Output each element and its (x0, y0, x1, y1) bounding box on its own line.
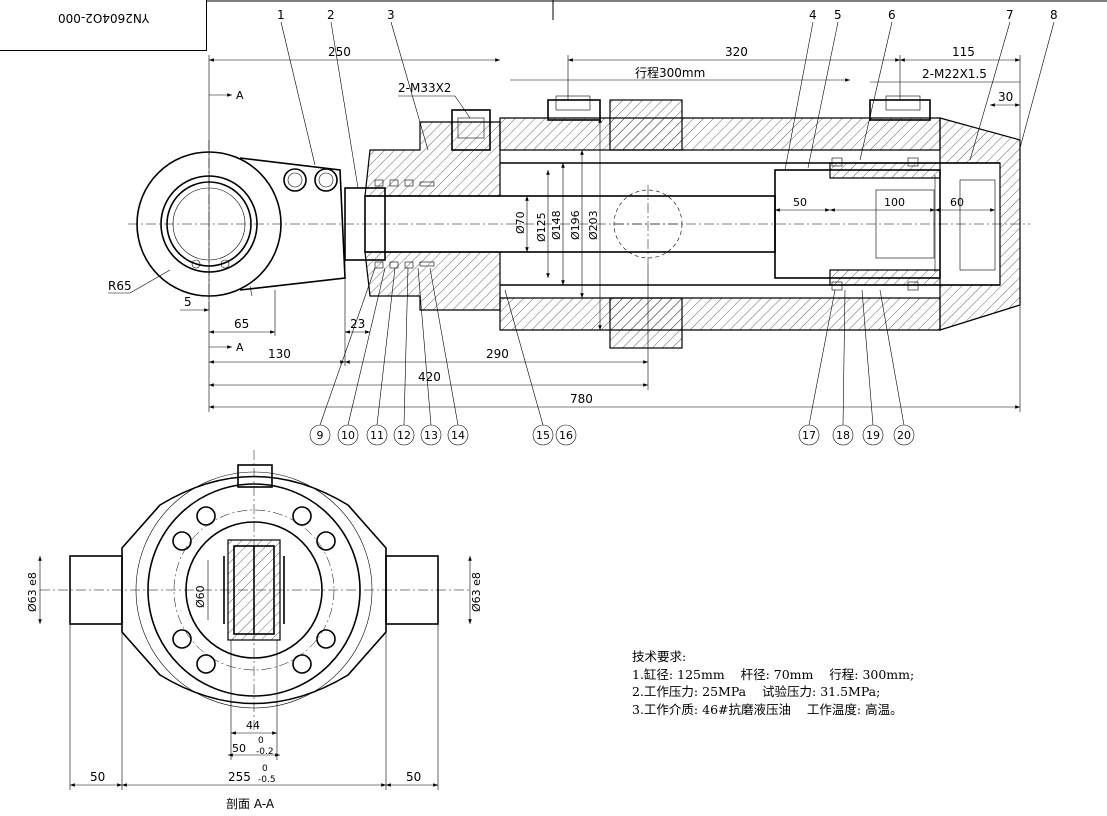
balloon-15: 15 (536, 429, 550, 442)
dim-stroke: 行程300mm (635, 65, 705, 80)
balloon-14: 14 (451, 429, 465, 442)
balloon-12: 12 (397, 429, 411, 442)
tol-50-upper: 0 (258, 736, 264, 746)
dim-dia148: Ø148 (550, 210, 563, 240)
section-caption: 剖面 A-A (226, 797, 275, 811)
section-mark-bottom: A (236, 341, 244, 354)
dim-130: 130 (268, 347, 291, 361)
dim-320: 320 (725, 45, 748, 59)
balloon-4: 4 (809, 8, 817, 22)
balloon-17: 17 (802, 429, 816, 442)
dim-115: 115 (952, 45, 975, 59)
tech-line-3: 3.工作介质: 46#抗磨液压油 工作温度: 高温。 (632, 701, 903, 717)
tol-50-lower: -0.2 (256, 747, 274, 757)
tol-255-upper: 0 (262, 764, 268, 774)
balloon-11: 11 (370, 429, 384, 442)
balloon-2: 2 (327, 8, 335, 22)
dim-dia60: Ø60 (194, 585, 207, 608)
dim-60: 60 (950, 196, 964, 209)
balloon-16: 16 (559, 429, 573, 442)
dim-290: 290 (486, 347, 509, 361)
dim-50-piston: 50 (793, 196, 807, 209)
port-label-m22: 2-M22X1.5 (922, 67, 987, 81)
dim-dia196: Ø196 (569, 210, 582, 240)
section-view-aa: Ø63 e8 Ø63 e8 Ø60 44 50 0 -0.2 50 255 0 … (26, 450, 483, 811)
dim-23: 23 (350, 317, 365, 331)
balloon-19: 19 (866, 429, 880, 442)
dim-dia70: Ø70 (514, 211, 527, 234)
balloon-7: 7 (1006, 8, 1014, 22)
dim-5: 5 (184, 295, 192, 309)
dim-r65: R65 (108, 279, 132, 293)
tech-line-1: 1.缸径: 125mm 杆径: 70mm 行程: 300mm; (632, 666, 915, 682)
dim-420: 420 (418, 370, 441, 384)
dim-65: 65 (234, 317, 249, 331)
port-label-m33: 2-M33X2 (398, 81, 451, 95)
dim-44: 44 (246, 719, 260, 732)
section-mark-top: A (236, 89, 244, 102)
balloons-bottom: 9 10 11 12 13 14 15 16 17 18 19 20 (309, 267, 915, 446)
balloon-13: 13 (424, 429, 438, 442)
dim-250: 250 (328, 45, 351, 59)
balloon-18: 18 (836, 429, 850, 442)
balloon-5: 5 (834, 8, 842, 22)
dim-30: 30 (998, 90, 1013, 104)
dim-50-section: 50 (232, 742, 246, 755)
tech-heading: 技术要求: (632, 649, 687, 664)
dim-dia63-right: Ø63 e8 (470, 572, 483, 612)
dim-50-right: 50 (406, 770, 421, 784)
dim-255: 255 (228, 770, 251, 784)
balloon-3: 3 (387, 8, 395, 22)
balloon-1: 1 (277, 8, 285, 22)
balloon-8: 8 (1050, 8, 1058, 22)
dim-780: 780 (570, 392, 593, 406)
drawing-number-box: YN2604O2-000 (0, 0, 207, 51)
dim-dia63-left: Ø63 e8 (26, 572, 39, 612)
leaders-top (280, 21, 1055, 189)
balloons-top: 1 2 3 4 5 6 7 8 (277, 8, 1058, 22)
dim-50-left: 50 (90, 770, 105, 784)
dim-dia125: Ø125 (535, 212, 548, 242)
balloon-20: 20 (897, 429, 911, 442)
balloon-6: 6 (888, 8, 896, 22)
tol-255-lower: -0.5 (258, 775, 276, 785)
tech-line-2: 2.工作压力: 25MPa 试验压力: 31.5MPa; (632, 684, 881, 699)
balloon-9: 9 (317, 429, 324, 442)
technical-requirements: 技术要求: 1.缸径: 125mm 杆径: 70mm 行程: 300mm; 2.… (632, 648, 914, 718)
balloon-10: 10 (341, 429, 355, 442)
dim-dia203: Ø203 (587, 210, 600, 240)
dim-100: 100 (884, 196, 905, 209)
